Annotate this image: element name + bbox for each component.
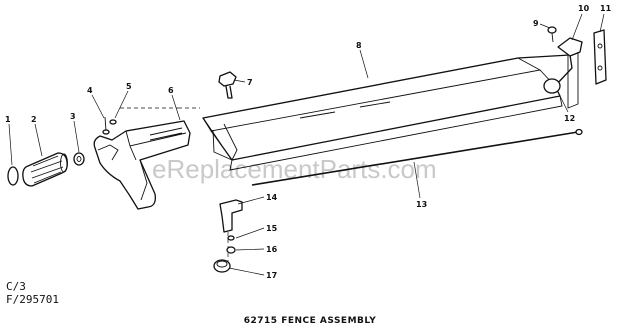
callout-10: 10: [578, 4, 590, 13]
part-11-rear-clamp-plate: [593, 29, 607, 85]
leader-line: [359, 49, 369, 79]
part-17-bumper: [213, 259, 231, 273]
leader-line: [237, 196, 265, 205]
leader-line: [233, 79, 246, 83]
leader-line: [235, 227, 265, 239]
callout-6: 6: [168, 86, 174, 95]
callout-17: 17: [266, 271, 277, 280]
leader-line: [91, 94, 105, 119]
part-13-lock-rod: [251, 128, 583, 186]
callout-1: 1: [5, 115, 11, 124]
leader-line: [235, 248, 265, 251]
leader-line: [228, 267, 265, 276]
part-16-nut: [226, 246, 236, 254]
part-10-rear-bracket: [557, 37, 583, 109]
leader-line: [413, 161, 421, 199]
leader-line: [557, 91, 569, 113]
callout-12: 12: [564, 114, 575, 123]
callout-9: 9: [533, 19, 539, 28]
leader-line: [599, 13, 605, 33]
reference-code: F/295701: [6, 293, 59, 306]
callout-5: 5: [126, 82, 132, 91]
part-3-nut: [73, 152, 85, 166]
leader-line: [34, 123, 43, 157]
leader-line: [73, 120, 80, 153]
part-7-bolt: [218, 71, 237, 99]
leader-line: [171, 94, 181, 121]
callout-13: 13: [416, 200, 427, 209]
reference-code: C/3: [6, 280, 26, 293]
part-9-screw: [547, 26, 557, 43]
part-2-grip-handle: [22, 152, 68, 187]
leader-line: [571, 13, 583, 41]
watermark-text: eReplacementParts.com: [152, 154, 437, 184]
callout-8: 8: [356, 41, 362, 50]
part-4-screw: [102, 116, 110, 135]
callout-3: 3: [70, 112, 76, 121]
part-12-rail-end-cap: [543, 78, 561, 94]
callout-7: 7: [247, 78, 253, 87]
leader-line: [114, 90, 129, 119]
leader-line: [539, 23, 551, 29]
callout-2: 2: [31, 115, 37, 124]
callout-14: 14: [266, 193, 278, 202]
callout-16: 16: [266, 245, 278, 254]
leader-line: [8, 123, 13, 166]
callout-4: 4: [87, 86, 93, 95]
part-6-lock-handle: [93, 120, 191, 210]
part-15-washer: [227, 235, 235, 241]
part-1-end-cap: [7, 166, 19, 186]
part-8-fence-rail: [202, 54, 573, 171]
diagram-title: 62715 FENCE ASSEMBLY: [243, 316, 377, 326]
callout-15: 15: [266, 224, 278, 233]
callout-11: 11: [600, 4, 612, 13]
part-14-rod-bracket: [219, 199, 243, 262]
part-5-washer: [109, 119, 117, 125]
